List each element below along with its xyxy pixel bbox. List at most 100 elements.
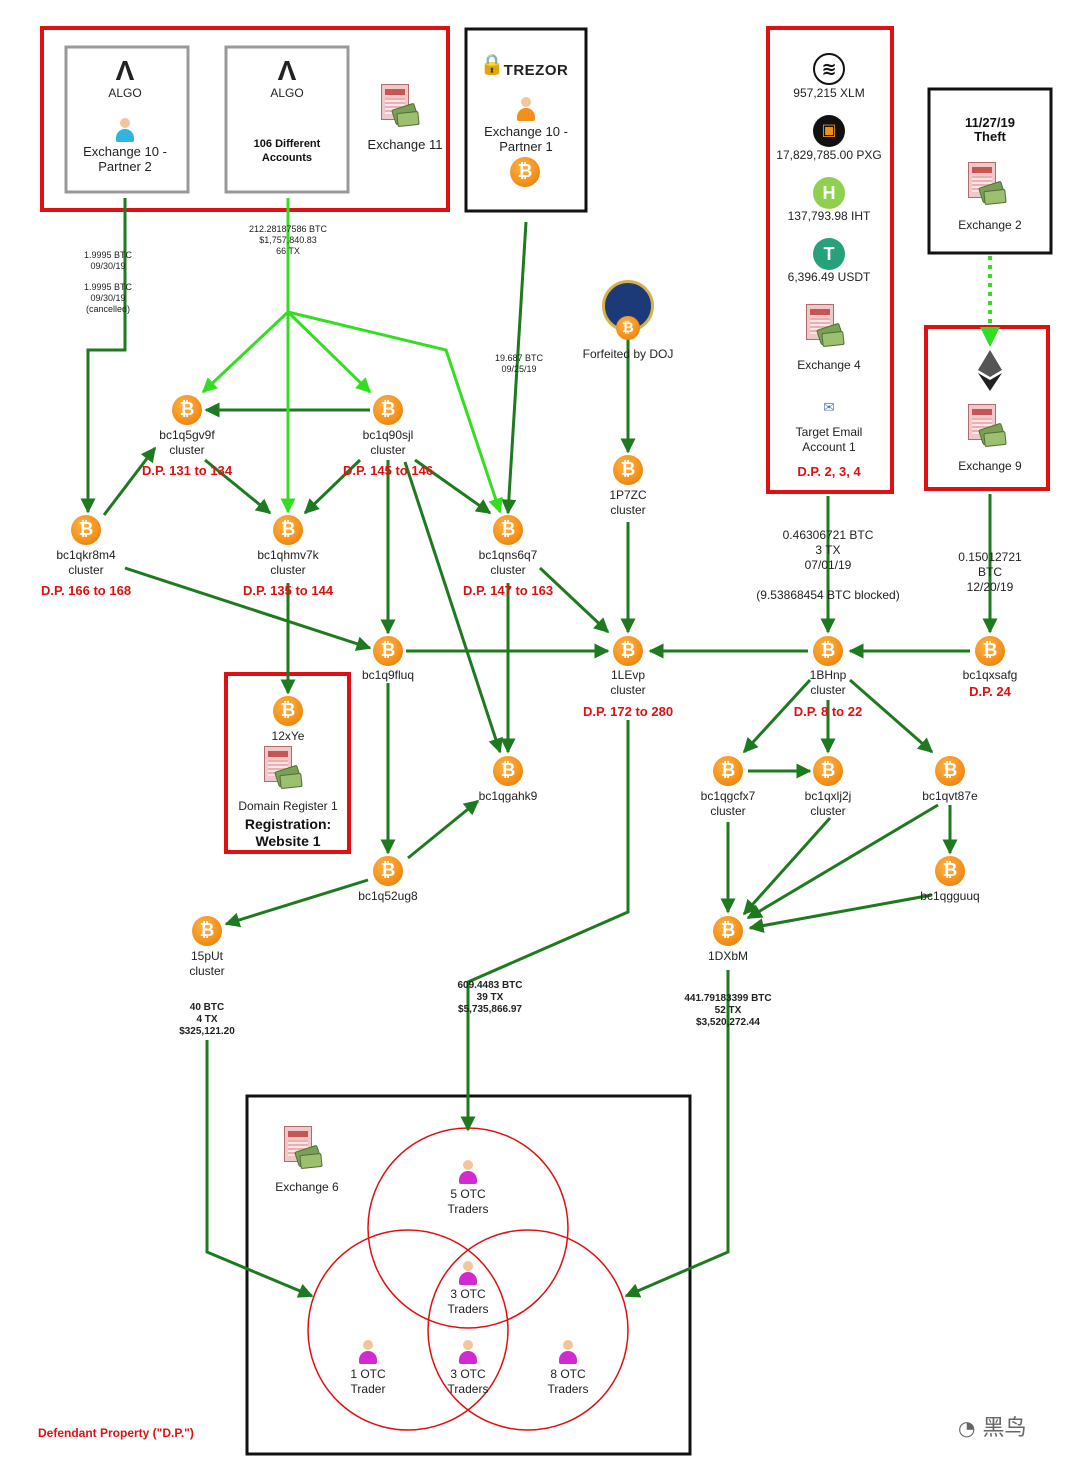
edge-bc1q52ug8-to-bc1qgahk9 [407,799,480,860]
node-bc1qns6q7: bc1qns6q7 cluster [478,548,538,577]
trezor-brand: TREZOR [503,62,569,79]
person-icon [114,118,136,144]
bitcoin-icon: ₿ [71,515,101,545]
bitcoin-icon: ₿ [613,636,643,666]
node-bc1qgahk9: bc1qgahk9 [478,789,538,803]
node-15put: 15pUt cluster [189,949,225,978]
node-bc1qvt87e: bc1qvt87e [922,789,978,803]
person-icon [557,1340,579,1366]
edge-bc1qns6q7-to-1levp [538,566,610,634]
edge-bc1qxlj2j-to-1dxbm [742,816,832,916]
node-1p7zc: 1P7ZC cluster [609,488,647,517]
email-icon: ✉ [823,399,835,415]
watermark-text: 黑鸟 [982,1416,1027,1441]
dp-8-22: D.P. 8 to 22 [793,704,863,719]
pxg-icon: ▣ [813,115,845,147]
edge-label-eth: 0.15012721 BTC 12/20/19 [958,550,1022,594]
ledger-money-icon [381,84,420,128]
node-1levp: 1LEvp cluster [610,668,646,697]
edge-label-trezor: 19.687 BTC 09/25/19 [494,353,544,374]
node-bc1q90sjl: bc1q90sjl cluster [362,428,414,457]
node-bc1q9fluq: bc1q9fluq [361,668,415,682]
bitcoin-icon: ₿ [713,756,743,786]
exchange11-label: Exchange 11 [367,137,443,152]
legend-defendant-property: Defendant Property ("D.P.") [38,1426,194,1440]
exchange6-label: Exchange 6 [275,1180,339,1194]
node-12xye: 12xYe [271,729,305,743]
dp-135-144: D.P. 135 to 144 [242,583,334,598]
edge-bc1q5gv9f-to-bc1qhmv7k [204,458,272,515]
algo-icon: Λ [277,55,297,86]
dp-147-163: D.P. 147 to 163 [462,583,554,598]
bitcoin-icon: ₿ [493,756,523,786]
otc-8-traders: 8 OTC Traders [547,1367,589,1396]
edge-hub-to-bc1q90sjl [286,310,372,394]
registration-website-label: Registration: Website 1 [244,816,332,849]
edge-bc1qkr8m4-to-bc1q9fluq [124,566,372,651]
otc-1-trader: 1 OTC Trader [350,1367,386,1396]
edge-bc1qvt87e-to-1dxbm [746,803,939,920]
algo-icon: Λ [115,55,135,86]
bitcoin-icon: ₿ [273,515,303,545]
edge-hub-to-bc1qns6q7 [287,310,503,514]
person-icon [457,1160,479,1186]
theft-box [927,87,1053,255]
otc-3-traders-center: 3 OTC Traders [447,1287,489,1316]
edge-label-alt-to-1bhnp: 0.46306721 BTC 3 TX 07/01/19 [782,528,874,572]
node-bc1qgcfx7: bc1qgcfx7 cluster [700,789,756,818]
alt-coin-box [766,26,894,494]
edge-label-1dxbm-otc: 441.79183399 BTC 52 TX $3,520,272.44 [684,993,772,1028]
ledger-money-icon [284,1126,323,1170]
bitcoin-icon: ₿ [373,636,403,666]
tether-icon: T [813,238,845,270]
person-icon [357,1340,379,1366]
bitcoin-icon: ₿ [935,756,965,786]
stellar-icon: ≋ [813,53,845,85]
exchange9-label: Exchange 9 [958,459,1022,473]
theft-title: 11/27/19 Theft [965,115,1015,144]
edge-bc1q52ug8-to-15put [224,878,369,928]
node-bc1qgguuq: bc1qgguuq [920,889,980,903]
person-icon [457,1340,479,1366]
domain-register-label: Domain Register 1 [238,799,338,813]
edge-label-algo-p2: 1.9995 BTC 09/30/19 [83,250,133,271]
edge-bc1q90sjl-to-bc1qns6q7 [414,458,492,515]
edge-trezor-to-bc1qns6q7 [501,221,528,515]
node-bc1q5gv9f: bc1q5gv9f cluster [159,428,215,457]
ledger-money-icon [968,162,1007,206]
bitcoin-icon: ₿ [373,395,403,425]
hedera-iht-icon: H [813,177,845,209]
edge-algo-to-bc1qkr8m4 [80,198,127,514]
exchange10-partner2-label: Exchange 10 - Partner 2 [83,144,167,174]
bitcoin-icon: ₿ [493,515,523,545]
edge-bc1qgguuq-to-1dxbm [748,893,933,933]
edge-15put-to-otc [205,1040,314,1298]
ledger-money-icon [264,746,303,790]
bitcoin-icon: ₿ [813,636,843,666]
exchange10-partner1-label: Exchange 10 - Partner 1 [484,124,568,154]
accounts-106-label: 106 Different Accounts [253,138,321,164]
edge-label-15put-otc: 40 BTC 4 TX $325,121.20 [179,1002,235,1037]
bitcoin-icon: ₿ [192,916,222,946]
algo-group-box [40,26,450,212]
usdt-amount: 6,396.49 USDT [787,270,871,284]
xlm-amount: 957,215 XLM [793,86,865,100]
node-1dxbm: 1DXbM [707,949,749,963]
trezor-lock-icon: 🔒 [479,54,505,76]
venn-circle-left [307,1229,509,1431]
node-bc1qkr8m4: bc1qkr8m4 cluster [56,548,116,577]
bitcoin-icon: ₿ [172,395,202,425]
algo-sub-box-2 [224,45,350,194]
edge-1bhnp-to-bc1qgcfx7 [742,678,812,754]
edge-1dxbm-to-otc [624,970,730,1298]
bitcoin-icon: ₿ [975,636,1005,666]
venn-circle-right [427,1229,629,1431]
dp-24: D.P. 24 [969,684,1011,699]
bitcoin-icon: ₿ [813,756,843,786]
edge-1bhnp-to-bc1qvt87e [849,678,934,754]
edge-bc1q90sjl-to-bc1qhmv7k [303,458,362,515]
otc-3-traders-bottom: 3 OTC Traders [447,1367,489,1396]
wechat-icon: ◔ [958,1416,976,1440]
trezor-box [464,27,588,213]
person-icon [457,1261,479,1287]
